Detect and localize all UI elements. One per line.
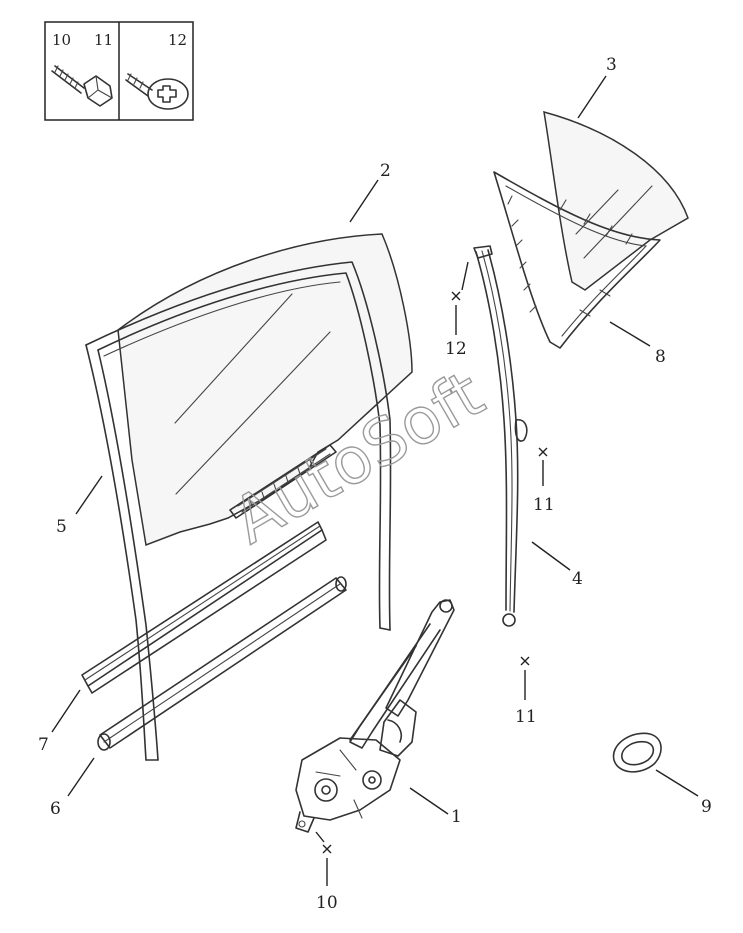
inner-belt-weatherstrip xyxy=(81,521,327,694)
outer-belt-weatherstrip xyxy=(97,576,347,751)
callout-3: 3 xyxy=(606,55,617,75)
glass-bottom-bracket xyxy=(229,444,337,519)
callout-11-upper: 11 xyxy=(533,495,555,515)
callout-4: 4 xyxy=(572,569,583,589)
rear-run-channel xyxy=(473,245,528,627)
callout-labels: 1 2 3 4 5 6 7 8 9 10 11 11 12 xyxy=(38,55,712,913)
fastener-markers xyxy=(322,291,548,854)
hex-flange-bolt-icon xyxy=(51,65,113,107)
phillips-screw-icon xyxy=(125,73,189,110)
callout-5: 5 xyxy=(56,517,67,537)
callout-2: 2 xyxy=(380,161,391,181)
fastener-legend: 10 11 12 xyxy=(44,21,194,121)
quarter-glass-frame xyxy=(493,171,661,349)
callout-12: 12 xyxy=(445,339,467,359)
access-hole-grommet xyxy=(612,732,662,773)
callout-9: 9 xyxy=(701,797,712,817)
callout-1: 1 xyxy=(451,807,462,827)
callout-10: 10 xyxy=(316,893,338,913)
quarter-glass xyxy=(543,110,689,291)
window-regulator xyxy=(295,599,455,833)
callout-8: 8 xyxy=(655,347,666,367)
callout-6: 6 xyxy=(50,799,61,819)
callout-11-lower: 11 xyxy=(515,707,537,727)
legend-label-10: 10 xyxy=(52,31,71,49)
legend-label-12: 12 xyxy=(168,31,187,49)
callout-7: 7 xyxy=(38,735,49,755)
legend-label-11: 11 xyxy=(94,31,113,49)
door-run-channel xyxy=(85,261,392,761)
leader-lines xyxy=(51,75,699,886)
